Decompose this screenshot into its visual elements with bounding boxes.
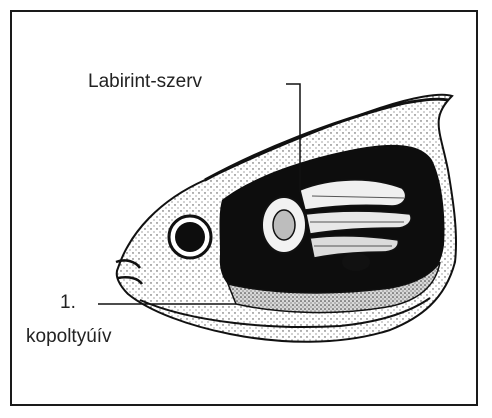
- gill-arch-label: kopoltyúív: [26, 326, 112, 348]
- labyrinth-organ-label: Labirint-szerv: [88, 71, 202, 93]
- gill-arch-number-label: 1.: [60, 292, 76, 314]
- eye: [169, 216, 211, 258]
